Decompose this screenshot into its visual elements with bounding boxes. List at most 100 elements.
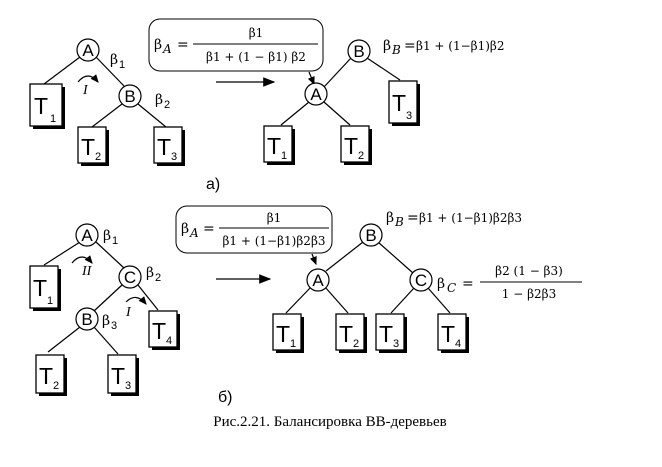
edge [323, 57, 352, 88]
edge [43, 241, 81, 266]
beta-subscript: 2 [155, 272, 161, 284]
edge [137, 284, 159, 311]
panel-a-right-tree: B β B = β1 + (1−β1)β2 A T 3 T 1 T 2 [263, 38, 504, 165]
node-a-label: A [312, 271, 324, 290]
beta-subscript: C [447, 281, 456, 295]
equals-sign: = [407, 210, 419, 226]
subtree-index: 2 [358, 150, 364, 162]
rotation-label: I [125, 305, 132, 320]
subtree-label: T [111, 363, 125, 389]
node-a-label: A [81, 226, 93, 245]
subtree-t4 [437, 313, 467, 351]
node-c [409, 268, 433, 292]
node-c [118, 265, 142, 289]
node-a [76, 38, 100, 62]
edge [93, 326, 119, 355]
subtree-t3 [153, 126, 183, 164]
beta-subscript: A [189, 226, 199, 240]
node-b-label: B [81, 310, 92, 329]
equals-sign: = [462, 276, 474, 292]
subtree-index: 1 [47, 295, 53, 307]
subtree-t1 [272, 313, 302, 351]
fraction-numerator: β1 [267, 211, 282, 225]
subtree-index: 1 [50, 113, 56, 125]
beta-symbol: β [386, 210, 394, 226]
edge [47, 326, 81, 353]
edge [324, 286, 349, 314]
subtree-t2 [340, 125, 370, 163]
edge [377, 241, 414, 274]
subtree-t3 [107, 354, 137, 394]
node-c-label: C [415, 271, 427, 290]
subtree-t3 [375, 313, 405, 351]
subtree-label: T [267, 133, 281, 159]
beta-symbol: β [181, 221, 189, 237]
beta-symbol: β [155, 92, 163, 108]
node-b-label: B [353, 42, 364, 61]
subtree-t2 [35, 354, 65, 394]
edge [280, 101, 310, 126]
subtree-label: T [344, 133, 358, 159]
beta-subscript: 1 [112, 235, 118, 247]
formula-beta-b: β1 + (1−β1)β2 [416, 39, 504, 53]
rotation-arrow-icon [71, 255, 93, 264]
subtree-index: 2 [95, 151, 101, 163]
subtree-index: 4 [166, 335, 172, 347]
beta-subscript: B [391, 43, 401, 57]
node-b [359, 223, 383, 247]
node-b [75, 307, 99, 331]
beta-symbol: β [146, 265, 154, 281]
panel-b-left-tree: A β 1 C β 2 B β 3 II I T 1 T 4 T 2 T 3 [29, 223, 180, 396]
beta-symbol: β [383, 38, 391, 54]
edge [43, 56, 81, 85]
edge [285, 286, 312, 314]
subtree-index: 4 [455, 338, 461, 350]
node-b-label: B [124, 87, 135, 106]
subtree-index: 3 [393, 338, 399, 350]
subtree-t1 [29, 83, 63, 127]
subtree-index: 3 [406, 110, 412, 122]
subtree-label: T [33, 275, 47, 301]
rotation-label: II [81, 264, 93, 279]
subtree-index: 1 [290, 338, 296, 350]
edge [93, 284, 123, 312]
panel-b-right-tree: B β B = β1 + (1−β1)β2β3 A C β C = β2 (1 … [272, 210, 582, 353]
fraction-numerator: β1 [249, 26, 264, 40]
edge [323, 101, 351, 126]
beta-subscript: A [162, 42, 172, 56]
equals-sign: = [203, 221, 215, 237]
figure-caption: Рис.2.21. Балансировка ВВ-деревьев [213, 414, 446, 430]
beta-subscript: 2 [164, 99, 170, 111]
formula-beta-a-box: β A = β1 β1 + (1−β1)β2β3 [175, 205, 333, 254]
beta-symbol: β [154, 37, 162, 53]
beta-symbol: β [102, 313, 110, 329]
subtree-t1 [29, 265, 59, 309]
pointer-arrow-icon [309, 253, 317, 266]
node-b [347, 39, 371, 63]
subtree-label: T [34, 93, 48, 119]
subtree-label: T [339, 321, 353, 347]
subtree-label: T [276, 321, 290, 347]
pointer-arrow-icon [307, 71, 315, 86]
subtree-label: T [157, 134, 171, 160]
rotation-label: I [82, 83, 89, 98]
edge [366, 57, 401, 81]
fraction-denominator: β1 + (1−β1)β2β3 [222, 234, 325, 248]
rotation-arrow-icon [77, 74, 99, 83]
edge [95, 56, 125, 87]
subtree-label: T [441, 321, 455, 347]
formula-beta-b: β1 + (1−β1)β2β3 [419, 211, 522, 225]
fraction-numerator: β2 (1 − β3) [495, 264, 563, 278]
formula-beta-a-box: β A = β1 β1 + (1 − β1) β2 [148, 18, 324, 72]
subtree-t2 [77, 126, 107, 164]
fraction-denominator: β1 + (1 − β1) β2 [206, 50, 306, 64]
node-a-label: A [310, 85, 322, 104]
rotation-arrow-icon [125, 296, 147, 305]
node-b [118, 84, 142, 108]
beta-subscript: 1 [119, 59, 125, 71]
panel-a-left-tree: A β 1 B β 2 I T 1 T 2 T 3 [29, 38, 185, 166]
fraction-denominator: 1 − β2β3 [502, 287, 556, 301]
edge [325, 241, 364, 272]
node-a [75, 223, 99, 247]
subtree-index: 1 [281, 150, 287, 162]
